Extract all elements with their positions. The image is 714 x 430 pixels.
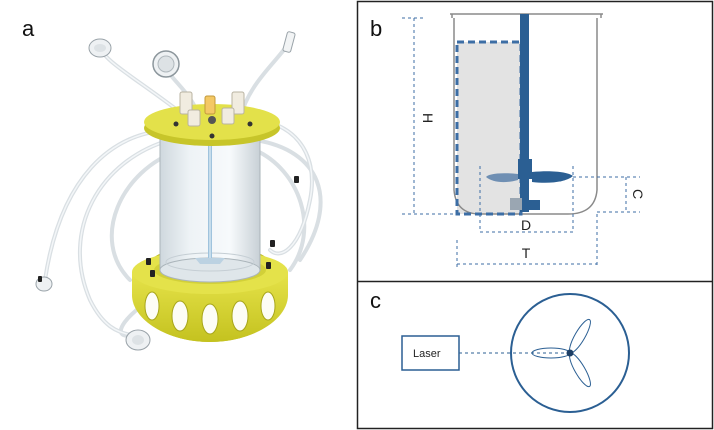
label-t: T <box>522 245 531 261</box>
panel-a-letter: a <box>22 16 35 41</box>
laser-label: Laser <box>413 348 441 360</box>
vessel-cross-section <box>510 293 630 413</box>
dimension-c <box>573 176 640 213</box>
panel-b-letter: b <box>370 16 382 41</box>
filter-top-center <box>152 50 180 78</box>
filter-top-left <box>88 38 112 58</box>
impeller-hub <box>566 349 574 357</box>
label-c: C <box>630 189 646 199</box>
impeller <box>486 14 573 212</box>
dimension-h <box>402 17 454 215</box>
laser-box: Laser <box>401 335 460 371</box>
bioreactor-illustration <box>35 31 323 351</box>
vessel <box>159 130 261 283</box>
label-d: D <box>521 217 531 233</box>
panel-c: c Laser <box>370 288 630 413</box>
lid <box>144 91 280 146</box>
dimension-t <box>456 214 598 268</box>
dimension-d <box>479 166 574 233</box>
measurement-region <box>457 42 521 214</box>
filter-bottom <box>125 329 151 351</box>
panel-b: b H <box>370 13 646 268</box>
label-h: H <box>420 113 436 123</box>
panel-c-letter: c <box>370 288 381 313</box>
clamps <box>38 176 299 282</box>
connector-top-right <box>282 31 296 53</box>
panel-borders <box>356 0 714 430</box>
panel-a: a <box>22 16 323 351</box>
